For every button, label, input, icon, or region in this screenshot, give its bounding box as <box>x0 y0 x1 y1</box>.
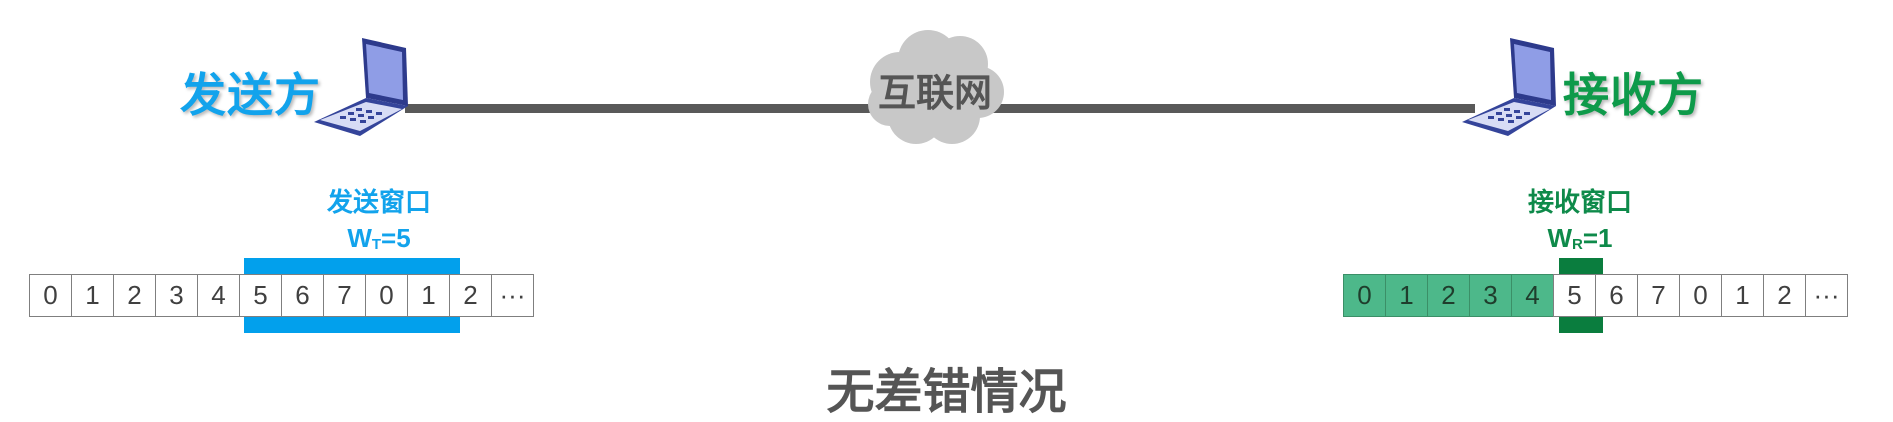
send-seq-cell: 0 <box>29 274 72 317</box>
sender-label: 发送方 <box>180 69 321 121</box>
send-seq-cell: 7 <box>323 274 366 317</box>
recv-window-subscript: R <box>1572 236 1583 253</box>
recv-seq-cell: 7 <box>1637 274 1680 317</box>
recv-window-bar-bottom <box>1559 317 1603 333</box>
send-seq-cell: 5 <box>239 274 282 317</box>
send-window-title: 发送窗口 <box>326 187 431 217</box>
send-window-subscript: T <box>371 236 382 253</box>
recv-seq-cell-received: 0 <box>1343 274 1386 317</box>
send-seq-cell: 3 <box>155 274 198 317</box>
recv-seq-cell-received: 3 <box>1469 274 1512 317</box>
recv-seq-cell: 2 <box>1763 274 1806 317</box>
recv-seq-cell: 6 <box>1595 274 1638 317</box>
send-seq-cell: 2 <box>113 274 156 317</box>
recv-seq-cell-received: 4 <box>1511 274 1554 317</box>
internet-label: 互联网 <box>877 73 992 115</box>
recv-seq-cell-received: 1 <box>1385 274 1428 317</box>
receiver-label: 接收方 <box>1563 69 1704 121</box>
scenario-caption: 无差错情况 <box>826 366 1067 419</box>
recv-window-value: =1 <box>1582 223 1613 253</box>
send-window-size: WT=5 <box>279 222 479 261</box>
recv-window-size: WR=1 <box>1480 222 1680 261</box>
send-seq-cell: ··· <box>491 274 534 317</box>
recv-seq-cell: 0 <box>1679 274 1722 317</box>
send-seq-cell: 0 <box>365 274 408 317</box>
recv-seq-cell: ··· <box>1805 274 1848 317</box>
send-sequence-row: 0 1 2 3 4 5 6 7 0 1 2 ··· <box>29 274 534 317</box>
send-seq-cell: 1 <box>71 274 114 317</box>
sender-laptop-icon <box>314 38 408 136</box>
send-window-symbol: W <box>347 223 372 253</box>
send-seq-cell: 4 <box>197 274 240 317</box>
send-seq-cell: 2 <box>449 274 492 317</box>
receiver-laptop-icon <box>1462 38 1556 136</box>
internet-cloud-icon <box>868 30 1004 144</box>
send-window-bar-top <box>244 258 460 274</box>
recv-seq-cell: 5 <box>1553 274 1596 317</box>
send-window-bar-bottom <box>244 317 460 333</box>
recv-sequence-row: 0 1 2 3 4 5 6 7 0 1 2 ··· <box>1343 274 1848 317</box>
recv-window-bar-top <box>1559 258 1603 274</box>
send-seq-cell: 6 <box>281 274 324 317</box>
recv-seq-cell-received: 2 <box>1427 274 1470 317</box>
send-window-value: =5 <box>381 223 411 253</box>
recv-seq-cell: 1 <box>1721 274 1764 317</box>
recv-window-title: 接收窗口 <box>1527 187 1632 217</box>
recv-window-symbol: W <box>1547 223 1573 253</box>
send-seq-cell: 1 <box>407 274 450 317</box>
